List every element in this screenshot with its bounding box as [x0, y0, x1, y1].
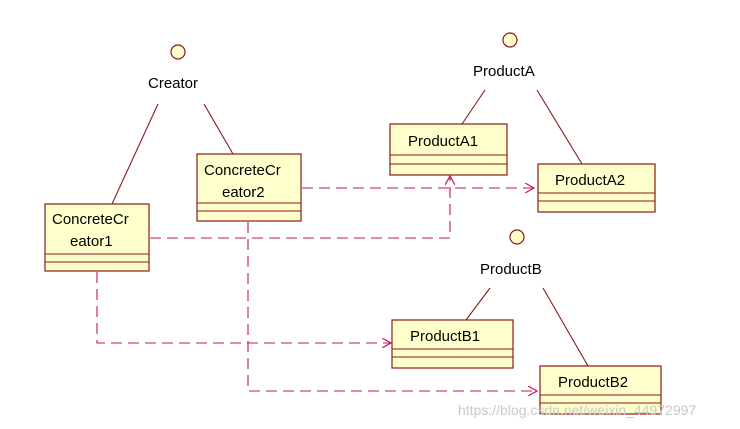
realization-lines	[111, 89, 589, 367]
class-product-a1: ProductA1	[389, 123, 508, 176]
interface-creator-label: Creator	[148, 75, 198, 92]
dependency-concrete-creator2-to-product-b2	[247, 222, 537, 391]
line-creator-to-concrete-creator2	[203, 103, 234, 155]
interface-product-b: ProductB	[480, 229, 542, 278]
class-product-b1: ProductB1	[391, 319, 514, 369]
class-product-b1-box	[391, 319, 514, 369]
line-product-b-to-product-b2	[542, 287, 589, 367]
class-product-a1-name: ProductA1	[408, 133, 478, 150]
interface-product-a-label: ProductA	[473, 63, 535, 80]
interface-creator: Creator	[148, 44, 198, 92]
class-product-a2: ProductA2	[537, 163, 656, 213]
interface-product-a-circle	[502, 32, 518, 48]
dependency-lines	[96, 176, 537, 391]
watermark-text: https://blog.csdn.net/weixin_44972997	[458, 402, 696, 418]
class-concrete-creator1: ConcreteCr eator1	[44, 203, 150, 272]
class-product-b2-name: ProductB2	[558, 374, 628, 391]
class-concrete-creator1-box	[44, 203, 150, 272]
class-concrete-creator2-name-line2: eator2	[222, 184, 265, 201]
class-concrete-creator2-box	[196, 153, 302, 222]
class-concrete-creator1-name-line1: ConcreteCr	[52, 211, 129, 228]
class-product-b2-box	[539, 365, 662, 415]
line-product-a-to-product-a1	[461, 89, 486, 125]
line-product-a-to-product-a2	[536, 89, 583, 165]
line-product-b-to-product-b1	[465, 287, 491, 321]
dependency-concrete-creator1-to-product-b1	[96, 272, 391, 343]
class-product-b1-name: ProductB1	[410, 328, 480, 345]
class-concrete-creator2-name-line1: ConcreteCr	[204, 162, 281, 179]
interface-creator-circle	[170, 44, 186, 60]
class-product-a1-box	[389, 123, 508, 176]
interface-product-b-label: ProductB	[480, 261, 542, 278]
class-concrete-creator2: ConcreteCr eator2	[196, 153, 302, 222]
class-product-a2-name: ProductA2	[555, 172, 625, 189]
line-creator-to-concrete-creator1	[111, 103, 159, 205]
interface-product-a: ProductA	[473, 32, 535, 80]
class-concrete-creator1-name-line2: eator1	[70, 233, 113, 250]
class-product-b2: ProductB2	[539, 365, 662, 415]
class-product-a2-box	[537, 163, 656, 213]
dependency-concrete-creator1-to-product-a1	[150, 176, 450, 239]
interface-product-b-circle	[509, 229, 525, 245]
